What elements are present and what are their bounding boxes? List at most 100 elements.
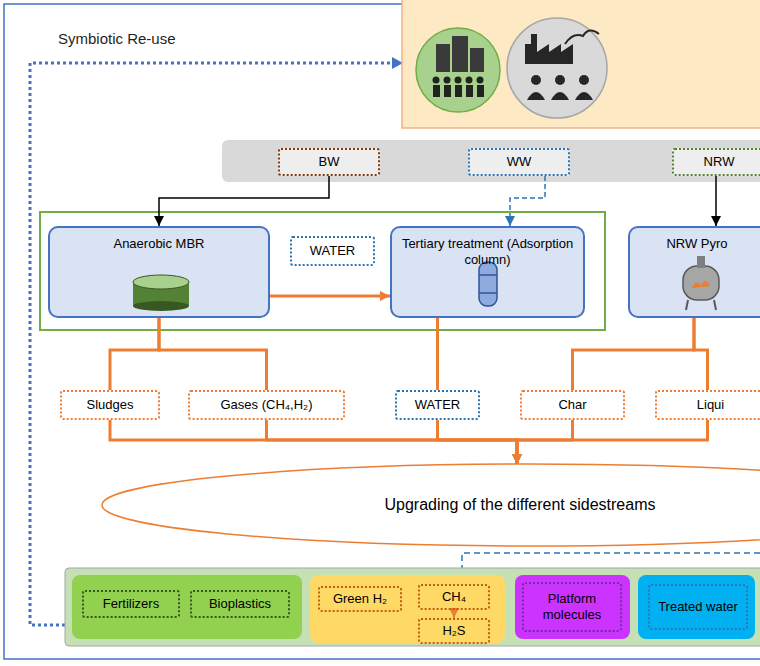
worker-icon: [555, 75, 565, 85]
factory-icon: [525, 34, 573, 64]
person-icon: [477, 85, 484, 97]
node-text: Green H₂: [333, 591, 387, 607]
flow-label: Symbiotic Re-use: [58, 30, 176, 47]
industry-circle: [507, 18, 607, 118]
node-text: H₂S: [442, 623, 465, 639]
product-box: H₂S: [418, 618, 490, 644]
flow-connector: [715, 176, 717, 226]
product-box: Treated water: [648, 584, 748, 630]
node-text: Fertilizers: [103, 596, 159, 612]
product-box: Bioplastics: [190, 590, 290, 618]
pyrolysis-reactor-icon: [697, 256, 705, 268]
node-text: WATER: [415, 397, 461, 413]
flow-connector: [270, 295, 390, 298]
node-text: WW: [507, 154, 532, 170]
source-box: BW: [278, 148, 380, 176]
person-icon: [466, 77, 473, 84]
pyrolysis-reactor-icon: [686, 300, 688, 310]
person-icon: [433, 85, 440, 97]
worker-icon: [575, 92, 593, 100]
worker-icon: [527, 92, 545, 100]
person-icon: [444, 77, 451, 84]
flow-connector: [110, 420, 517, 464]
flow-connector: [438, 420, 518, 464]
society-panel: [402, 0, 760, 128]
source-box: NRW: [672, 148, 760, 176]
worker-icon: [551, 92, 569, 100]
adsorption-column-icon: [479, 292, 497, 294]
person-icon: [455, 85, 462, 97]
adsorption-column-icon: [479, 274, 497, 276]
node-text: CH₄: [442, 589, 466, 605]
chemicals-group: [515, 575, 630, 639]
ellipse-outline: [102, 464, 760, 546]
sidestream-box: Sludges: [60, 390, 160, 420]
worker-icon: [579, 75, 589, 85]
products-bar: [65, 568, 760, 646]
node-text: Platform molecules: [530, 591, 614, 622]
flow-connector: [510, 176, 545, 226]
water-products-group: [638, 575, 755, 639]
building-icon: [436, 44, 450, 72]
product-box: Fertilizers: [82, 590, 180, 618]
node-text: Char: [558, 397, 586, 413]
node-text: Liqui: [697, 397, 724, 413]
flow-connector: [110, 318, 159, 390]
product-box: Green H₂: [318, 586, 402, 612]
upgrading-ellipse: Upgrading of the different sidestreams: [100, 462, 760, 548]
person-icon: [455, 77, 462, 84]
building-icon: [470, 48, 484, 72]
flow-connector: [159, 176, 329, 226]
node-text: Bioplastics: [209, 596, 271, 612]
node-text: BW: [319, 154, 340, 170]
node-text: NRW Pyro: [666, 236, 727, 252]
pyrolysis-reactor-icon: [683, 266, 719, 300]
node-text: Treated water: [658, 599, 738, 615]
building-icon: [452, 36, 468, 72]
source-box: WW: [468, 148, 570, 176]
digester-tank-icon: [133, 275, 189, 289]
sidestream-box: Gases (CH₄,H₂): [188, 390, 345, 420]
node-text: Gases (CH₄,H₂): [221, 397, 313, 413]
node-text: Upgrading of the different sidestreams: [385, 495, 656, 514]
flow-connector: [517, 420, 573, 464]
node-text: Sludges: [87, 397, 134, 413]
pyrolysis-reactor-icon: [714, 300, 716, 310]
flow-connector: [159, 318, 267, 390]
node-text: WATER: [310, 243, 356, 259]
product-box: CH₄: [418, 584, 490, 610]
digester-tank-icon: [133, 301, 189, 311]
flow-connector: [573, 318, 695, 390]
energy-products-group: [310, 575, 505, 643]
flow-connector: [517, 420, 708, 464]
flow-connector: [453, 610, 455, 618]
adsorption-column-icon: [479, 262, 497, 306]
worker-icon: [531, 75, 541, 85]
sidestream-box: WATER: [395, 390, 480, 420]
node-text: NRW: [704, 154, 735, 170]
person-icon: [444, 85, 451, 97]
person-icon: [433, 77, 440, 84]
bio-products-group: [72, 575, 302, 639]
sidestream-box: Char: [520, 390, 625, 420]
person-icon: [477, 77, 484, 84]
city-circle: [416, 28, 500, 112]
node-text: Tertiary treatment (Adsorption column): [398, 236, 577, 267]
flame-icon: [692, 281, 710, 288]
sidestream-box: Liqui: [655, 390, 760, 420]
source-band: [222, 140, 760, 182]
stream-label-box: WATER: [290, 236, 375, 266]
smoke-icon: [565, 30, 599, 44]
product-box: Platform molecules: [522, 582, 622, 632]
flow-connector: [436, 318, 439, 390]
person-icon: [466, 85, 473, 97]
water-line-group: [40, 212, 605, 330]
flow-connector: [267, 420, 518, 464]
flow-connector: [694, 318, 708, 390]
node-text: Anaerobic MBR: [113, 236, 204, 252]
